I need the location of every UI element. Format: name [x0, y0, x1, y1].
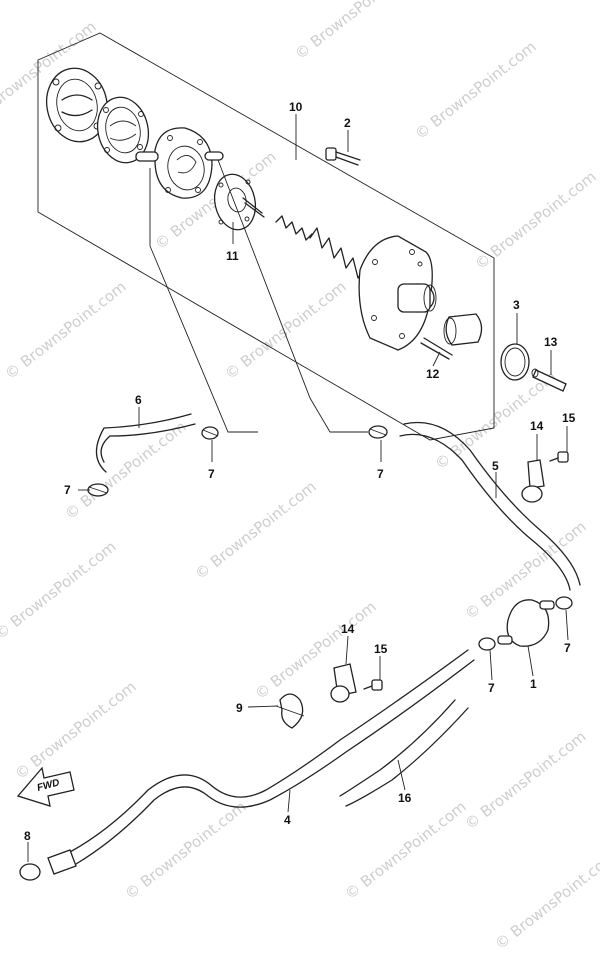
screw — [363, 679, 383, 691]
hose-clip — [275, 693, 305, 729]
watermark: © BrownsPoint.com — [491, 847, 600, 953]
clamp — [201, 426, 219, 440]
pump-housing-cover — [358, 235, 437, 351]
callout-8: 8 — [24, 829, 31, 843]
watermark: © BrownsPoint.com — [11, 677, 139, 783]
callout-1: 1 — [530, 677, 537, 691]
o-ring — [500, 343, 530, 381]
callout-15: 15 — [374, 642, 388, 656]
callout-11: 11 — [226, 249, 239, 263]
callout-16: 16 — [398, 791, 412, 805]
diaphragm — [213, 173, 265, 231]
watermark: © BrownsPoint.com — [61, 417, 189, 523]
watermark: © BrownsPoint.com — [341, 797, 469, 903]
callout-7: 7 — [208, 467, 215, 481]
hose-upper-right — [399, 421, 581, 591]
screw — [549, 451, 569, 463]
watermark: © BrownsPoint.com — [291, 0, 419, 63]
watermark: © BrownsPoint.com — [411, 37, 539, 143]
callout-6: 6 — [135, 393, 142, 407]
clamp — [478, 637, 496, 651]
callout-7: 7 — [564, 641, 571, 655]
callout-12: 12 — [426, 367, 440, 381]
callout-13: 13 — [544, 335, 558, 349]
watermark: © BrownsPoint.com — [471, 167, 599, 273]
small-spring — [275, 215, 313, 241]
pump-flange-plate — [46, 67, 108, 143]
callout-9: 9 — [236, 701, 243, 715]
hose-bracket — [521, 459, 545, 503]
watermark: © BrownsPoint.com — [461, 727, 589, 833]
leader-lines — [27, 114, 569, 862]
clamp — [555, 596, 573, 610]
callout-4: 4 — [284, 813, 291, 827]
callout-7: 7 — [488, 681, 495, 695]
fuel-filter — [497, 599, 555, 647]
piston-cap — [443, 313, 483, 346]
watermark: © BrownsPoint.com — [0, 537, 120, 643]
callout-5: 5 — [492, 459, 499, 473]
fwd-arrow: FWD — [16, 766, 75, 807]
callout-7: 7 — [377, 467, 384, 481]
callout-14: 14 — [341, 622, 355, 636]
hose-end-fitting — [19, 849, 77, 881]
callout-7: 7 — [64, 483, 71, 497]
clamp — [368, 425, 388, 439]
pump-gasket — [96, 96, 150, 164]
pump-body — [135, 127, 224, 199]
callout-2: 2 — [344, 116, 351, 130]
large-spring — [309, 227, 366, 279]
hose-main — [69, 649, 475, 865]
callout-15: 15 — [562, 411, 576, 425]
pump-assembly-frame — [37, 32, 495, 441]
pin — [420, 337, 453, 360]
watermark: © BrownsPoint.com — [191, 477, 319, 583]
callout-10: 10 — [289, 100, 303, 114]
hose-16 — [339, 699, 469, 807]
callout-3: 3 — [513, 298, 520, 312]
clamp — [87, 483, 109, 497]
hose-bracket — [330, 663, 357, 703]
watermark: © BrownsPoint.com — [1, 277, 129, 383]
bolt — [325, 147, 361, 166]
hose-upper-left — [95, 413, 196, 473]
watermark: © BrownsPoint.com — [251, 597, 379, 703]
callouts: 10 2 11 3 13 12 6 7 7 7 14 15 5 7 14 15 … — [24, 100, 576, 843]
dowel-pin — [531, 368, 567, 392]
callout-14: 14 — [530, 419, 544, 433]
